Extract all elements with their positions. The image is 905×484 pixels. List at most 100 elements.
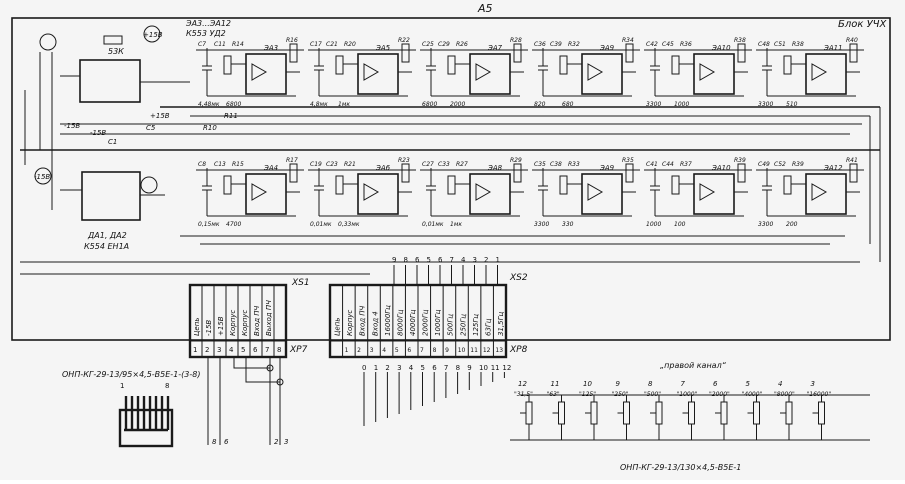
cap-label: С23 xyxy=(326,161,338,168)
cap-label: С38 xyxy=(550,161,562,168)
xp8-pin-number: 0 xyxy=(362,364,366,372)
regulator-da1 xyxy=(79,59,141,103)
xs2-top-number: 7 xyxy=(450,256,454,264)
xs2-top-number: 6 xyxy=(415,256,420,264)
channel-number: 6 xyxy=(713,380,718,388)
potentiometer-wire xyxy=(812,395,822,440)
cap-label: С36 xyxy=(534,41,546,48)
xs2-pin-number: 11 xyxy=(470,347,478,354)
xs1-pin-number: 4 xyxy=(229,346,234,354)
channel-number: 3 xyxy=(811,380,815,388)
potentiometer-icon xyxy=(525,401,533,425)
bottom-connector-label: ОНП-КГ-29-13/130×4,5-В5Е-1 xyxy=(620,463,741,472)
resistor-label: R29 xyxy=(510,157,522,164)
chip-label: ЭА12 xyxy=(823,164,843,172)
op-amp-icon xyxy=(699,63,716,81)
chip-label: ЭА8 xyxy=(487,164,503,172)
xs1-pin-number: 7 xyxy=(265,346,269,354)
component-value: 3300 xyxy=(534,221,549,228)
cap-label: С8 xyxy=(198,161,206,168)
channel-freq: "8000" xyxy=(774,391,795,398)
cap-label: С21 xyxy=(326,41,338,48)
block-frame xyxy=(11,17,891,341)
component-value: 0,33мк xyxy=(338,221,360,228)
xp8-pin-number: 6 xyxy=(432,364,437,372)
channel-chain: 12"31,5"11"63"10"125"9"250"8"500"7"1000"… xyxy=(510,380,870,441)
xs2-pin-number: 10 xyxy=(458,347,466,354)
channel-freq: "31,5" xyxy=(514,391,533,398)
cap-label: С29 xyxy=(438,41,450,48)
capacitor-icon xyxy=(650,48,660,96)
xs2-label: XS2 xyxy=(509,273,528,283)
op-amp-chip xyxy=(357,53,399,95)
op-amp-icon xyxy=(475,63,492,81)
op-amp-chip xyxy=(693,173,735,215)
potentiometer-icon xyxy=(558,401,565,425)
resistor-label: R34 xyxy=(622,37,634,44)
channel-number: 12 xyxy=(518,380,527,388)
op-amp-icon xyxy=(811,63,828,81)
resistor-label: R32 xyxy=(568,41,580,48)
xs2-top-number: 9 xyxy=(392,256,396,264)
xs2-signal-label: Вход 4 xyxy=(371,311,379,336)
potentiometer-wire xyxy=(715,395,725,440)
stage-wiring xyxy=(196,169,304,217)
xs2-pin-number: 13 xyxy=(495,347,503,354)
resistor-label: R37 xyxy=(680,161,692,168)
chip-note-1: ДА1, ДА2 xyxy=(87,231,127,240)
channel-number: 7 xyxy=(681,380,686,388)
top-note-2: К553 УД2 xyxy=(186,29,226,38)
xs2-signal-label: 250Гц xyxy=(459,314,467,336)
capacitor-icon xyxy=(314,48,324,96)
potentiometer-icon xyxy=(720,401,728,425)
small-pin-1: 1 xyxy=(120,382,124,390)
xp8-pin-number: 1 xyxy=(374,364,378,372)
op-amp-chip xyxy=(469,53,511,95)
xs2-signal-label: 500Гц xyxy=(447,314,455,336)
cap-label: С45 xyxy=(662,41,674,48)
xp8-pin-number: 7 xyxy=(444,364,448,372)
xs2-pin-number: 7 xyxy=(420,347,424,354)
resistor-label: R21 xyxy=(344,161,356,168)
component-value: 3300 xyxy=(646,101,661,108)
potentiometer-icon xyxy=(590,401,598,425)
xs1-pin-number: 1 xyxy=(193,346,197,354)
resistor-icon xyxy=(401,43,410,63)
xs2-signal-label: Корпус xyxy=(346,310,354,336)
xs2-pin-number: 6 xyxy=(407,347,411,354)
cap-label: С48 xyxy=(758,41,770,48)
capacitor-icon xyxy=(538,168,548,216)
resistor-icon xyxy=(335,55,344,75)
op-amp-chip xyxy=(469,173,511,215)
wire-label: 6 xyxy=(224,438,229,446)
op-amp-chip xyxy=(581,173,623,215)
xp8-pin-number: 4 xyxy=(409,364,414,372)
capacitor-icon xyxy=(202,168,212,216)
capacitor-icon xyxy=(762,168,772,216)
xs2-pin-number: 12 xyxy=(483,347,491,354)
channel-freq: "2000" xyxy=(709,391,730,398)
channel-number: 4 xyxy=(778,380,782,388)
capacitor-icon xyxy=(650,168,660,216)
xp8-pin-number: 10 xyxy=(479,364,488,372)
resistor-label: R17 xyxy=(286,157,298,164)
resistor-label: R20 xyxy=(344,41,356,48)
stage-wiring xyxy=(196,49,304,97)
chip-label: ЭА7 xyxy=(487,44,503,52)
xp8-label: XP8 xyxy=(509,345,528,355)
xp8-pin-number: 5 xyxy=(421,364,425,372)
xs2-pin-number: 1 xyxy=(345,347,349,354)
capacitor-icon xyxy=(426,168,436,216)
potentiometer-icon xyxy=(655,401,663,425)
resistor-icon xyxy=(625,43,634,63)
power-supply-section: 53К +15В -15В ДА1, ДА2 К554 ЕН1А -15В +1… xyxy=(24,25,238,251)
channel-freq: "63" xyxy=(547,391,560,398)
wire-label: 8 xyxy=(212,438,217,446)
